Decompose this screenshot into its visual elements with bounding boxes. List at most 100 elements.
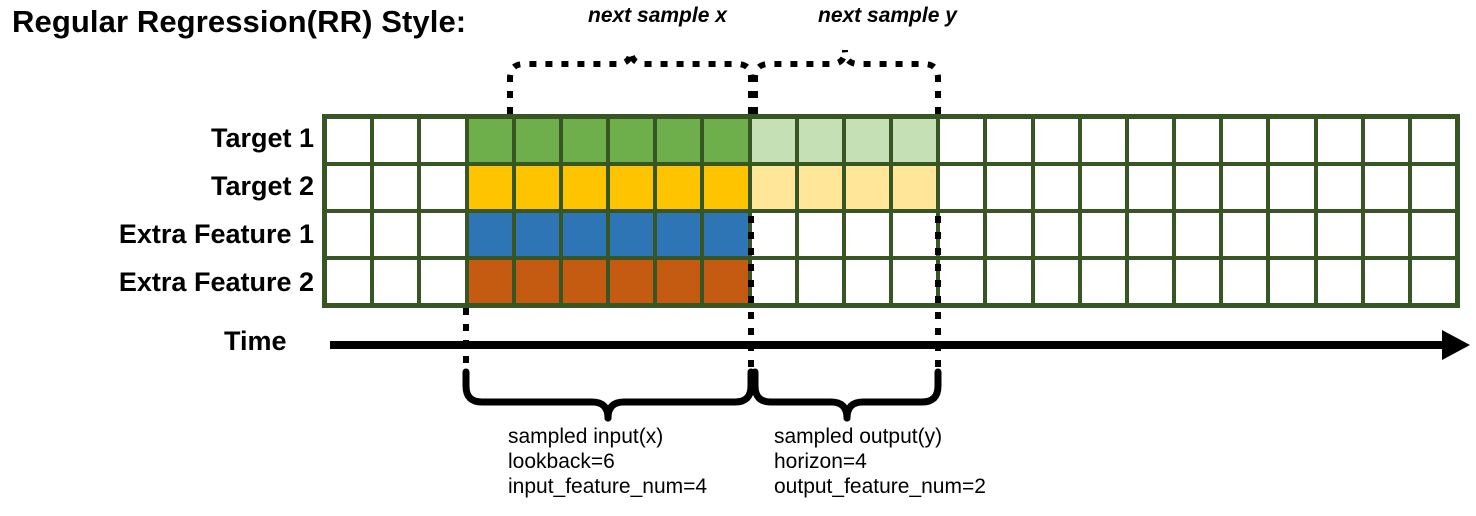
grid-cell-r2-c7 [610, 166, 654, 209]
sampled-output-horizon: horizon=4 [774, 450, 867, 473]
grid-cell-r3-c6 [562, 213, 606, 256]
grid-cell-r2-c8 [657, 166, 701, 209]
grid-cell-r4-c16 [1034, 260, 1078, 303]
grid-cell-r4-c14 [940, 260, 984, 303]
sampled-output-caption: sampled output(y) horizon=4 output_featu… [774, 424, 986, 499]
grid-cell-r3-c16 [1034, 213, 1078, 256]
grid-cell-r1-c17 [1081, 119, 1125, 162]
timeline-grid [322, 114, 1460, 308]
grid-cell-r2-c5 [515, 166, 559, 209]
grid-cell-r1-c11 [798, 119, 842, 162]
grid-cell-r2-c1 [327, 166, 371, 209]
grid-cell-r1-c12 [845, 119, 889, 162]
grid-cell-r2-c23 [1364, 166, 1408, 209]
sampled-input-caption: sampled input(x) lookback=6 input_featur… [508, 424, 707, 499]
grid-cell-r2-c17 [1081, 166, 1125, 209]
grid-cell-r3-c15 [987, 213, 1031, 256]
grid-cell-r2-c20 [1223, 166, 1267, 209]
grid-cell-r4-c20 [1223, 260, 1267, 303]
grid-cell-r4-c1 [327, 260, 371, 303]
grid-cell-r4-c19 [1176, 260, 1220, 303]
grid-cell-r3-c7 [610, 213, 654, 256]
grid-cell-r3-c18 [1128, 213, 1172, 256]
grid-cell-r3-c2 [374, 213, 418, 256]
grid-cell-r1-c4 [468, 119, 512, 162]
grid-cell-r1-c13 [893, 119, 937, 162]
grid-cell-r1-c21 [1270, 119, 1314, 162]
sampled-input-feature-num: input_feature_num=4 [508, 475, 708, 498]
grid-cell-r3-c13 [893, 213, 937, 256]
time-axis-label: Time [224, 326, 287, 356]
sampled-input-title: sampled input(x) [508, 425, 664, 448]
next-sample-y-label: next sample y [818, 4, 957, 27]
grid-cell-r4-c6 [562, 260, 606, 303]
grid-cell-r4-c17 [1081, 260, 1125, 303]
grid-cell-r2-c4 [468, 166, 512, 209]
grid-cell-r1-c2 [374, 119, 418, 162]
grid-cell-r2-c6 [562, 166, 606, 209]
grid-cell-r2-c2 [374, 166, 418, 209]
grid-cell-r4-c13 [893, 260, 937, 303]
row-label-extra-feature-2: Extra Feature 2 [118, 267, 314, 297]
grid-cell-r3-c4 [468, 213, 512, 256]
grid-cell-r1-c10 [751, 119, 795, 162]
next-sample-x-label: next sample x [588, 4, 727, 27]
grid-cell-r4-c18 [1128, 260, 1172, 303]
grid-cell-r3-c1 [327, 213, 371, 256]
grid-cell-r1-c8 [657, 119, 701, 162]
grid-cell-r1-c5 [515, 119, 559, 162]
grid-cell-r3-c21 [1270, 213, 1314, 256]
grid-cell-r1-c22 [1317, 119, 1361, 162]
grid-cell-r1-c18 [1128, 119, 1172, 162]
row-label-extra-feature-1: Extra Feature 1 [118, 219, 314, 249]
grid-cell-r1-c23 [1364, 119, 1408, 162]
grid-cell-r1-c16 [1034, 119, 1078, 162]
grid-cell-r2-c16 [1034, 166, 1078, 209]
grid-cell-r3-c14 [940, 213, 984, 256]
grid-cell-r4-c7 [610, 260, 654, 303]
grid-cell-r2-c3 [421, 166, 465, 209]
grid-cell-r1-c9 [704, 119, 748, 162]
next-sample-y-brace [752, 49, 941, 114]
grid-cell-r2-c22 [1317, 166, 1361, 209]
grid-cell-r4-c4 [468, 260, 512, 303]
grid-cell-r1-c14 [940, 119, 984, 162]
grid-cell-r2-c19 [1176, 166, 1220, 209]
grid-cell-r4-c8 [657, 260, 701, 303]
grid-cell-r4-c24 [1411, 260, 1455, 303]
grid-cell-r4-c11 [798, 260, 842, 303]
grid-cell-r4-c5 [515, 260, 559, 303]
sampled-output-title: sampled output(y) [774, 425, 943, 448]
sampled-input-lookback: lookback=6 [508, 450, 615, 473]
grid-cell-r4-c9 [704, 260, 748, 303]
grid-cell-r4-c3 [421, 260, 465, 303]
grid-cell-r1-c6 [562, 119, 606, 162]
grid-cell-r4-c21 [1270, 260, 1314, 303]
grid-cell-r2-c13 [893, 166, 937, 209]
grid-cell-r1-c7 [610, 119, 654, 162]
grid-cell-r1-c19 [1176, 119, 1220, 162]
grid-cell-r3-c5 [515, 213, 559, 256]
grid-cell-r3-c22 [1317, 213, 1361, 256]
grid-cell-r2-c12 [845, 166, 889, 209]
grid-cell-r3-c23 [1364, 213, 1408, 256]
page-title: Regular Regression(RR) Style: [12, 4, 467, 39]
grid-cell-r1-c24 [1411, 119, 1455, 162]
row-label-target-1: Target 1 [210, 123, 314, 153]
grid-cell-r4-c10 [751, 260, 795, 303]
grid-cell-r2-c11 [798, 166, 842, 209]
grid-cell-r3-c3 [421, 213, 465, 256]
grid-cell-r2-c15 [987, 166, 1031, 209]
grid-cell-r2-c18 [1128, 166, 1172, 209]
grid-cell-r2-c10 [751, 166, 795, 209]
grid-cell-r3-c17 [1081, 213, 1125, 256]
sampled-input-brace [462, 368, 755, 422]
grid-cell-r1-c15 [987, 119, 1031, 162]
grid-cell-r3-c10 [751, 213, 795, 256]
sampled-output-feature-num: output_feature_num=2 [774, 475, 986, 498]
grid-cell-r3-c24 [1411, 213, 1455, 256]
grid-cell-r3-c12 [845, 213, 889, 256]
grid-cell-r3-c9 [704, 213, 748, 256]
grid-cell-r3-c19 [1176, 213, 1220, 256]
